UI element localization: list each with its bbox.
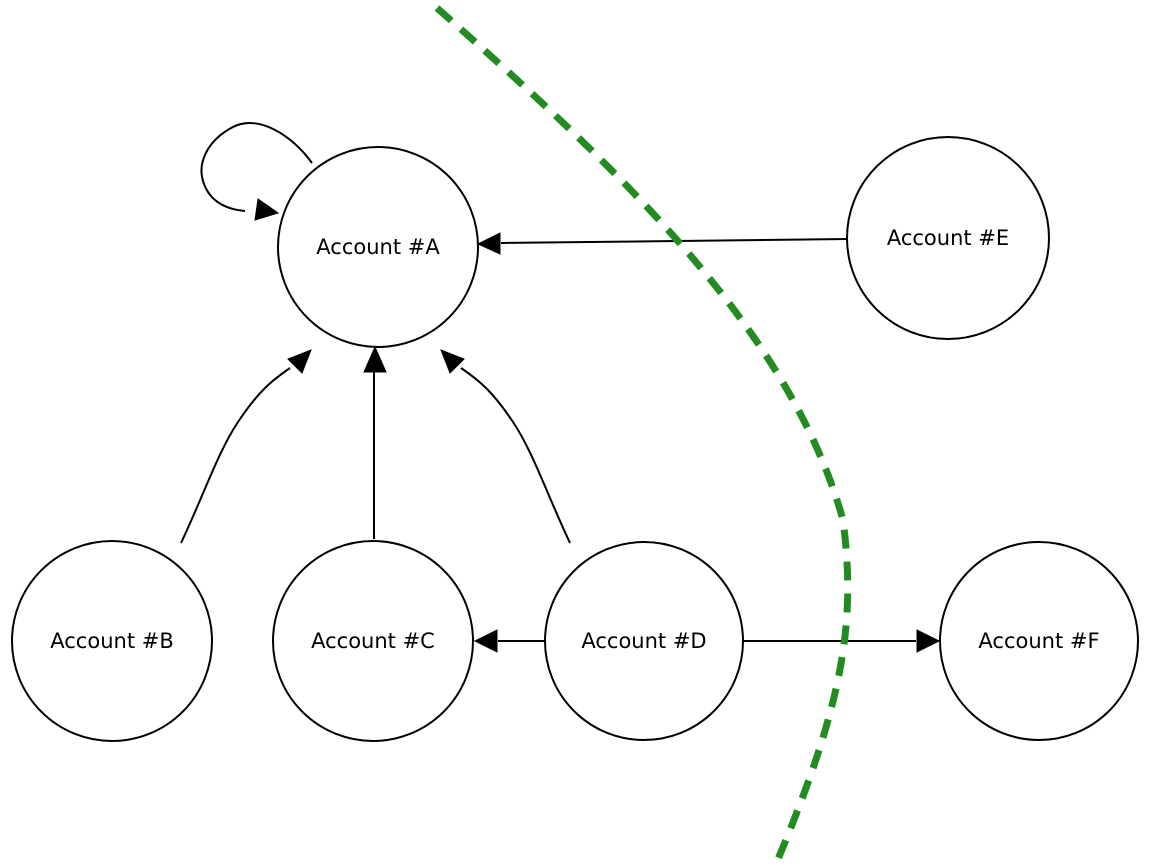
node-circle	[277, 146, 479, 348]
node-label: Account #E	[887, 226, 1009, 250]
edge-b-to-a	[180, 349, 312, 544]
arrowhead-icon	[476, 232, 501, 255]
node-label: Account #A	[316, 235, 440, 259]
arrowhead-icon	[440, 349, 465, 374]
node-label: Account #B	[50, 629, 173, 653]
edge-a-to-a-self-loop	[200, 122, 313, 221]
edge-c-to-a	[363, 345, 387, 539]
arrowhead-icon	[287, 349, 312, 374]
edge-path	[460, 367, 571, 544]
node-circle	[846, 136, 1050, 340]
edge-e-to-a	[476, 232, 849, 255]
node-account-c: Account #C	[272, 540, 474, 742]
node-label: Account #C	[311, 629, 435, 653]
node-account-f: Account #F	[939, 541, 1139, 741]
arrowhead-icon	[916, 629, 941, 653]
node-circle	[544, 541, 744, 741]
node-circle	[11, 540, 213, 742]
node-account-a: Account #A	[277, 146, 479, 348]
edge-d-to-c	[473, 629, 546, 653]
node-label: Account #F	[978, 629, 1099, 653]
edge-d-to-a	[440, 349, 571, 544]
node-label: Account #D	[581, 629, 706, 653]
arrowhead-icon	[363, 345, 387, 373]
node-account-d: Account #D	[544, 541, 744, 741]
arrowhead-icon	[473, 629, 498, 653]
edge-path	[180, 367, 291, 544]
node-account-e: Account #E	[846, 136, 1050, 340]
node-circle	[939, 541, 1139, 741]
edge-d-to-f	[743, 629, 941, 653]
boundary-dashed-curve	[434, 5, 852, 864]
arrowhead-icon	[254, 198, 280, 221]
node-account-b: Account #B	[11, 540, 213, 742]
edge-path	[200, 122, 313, 212]
node-circle	[272, 540, 474, 742]
